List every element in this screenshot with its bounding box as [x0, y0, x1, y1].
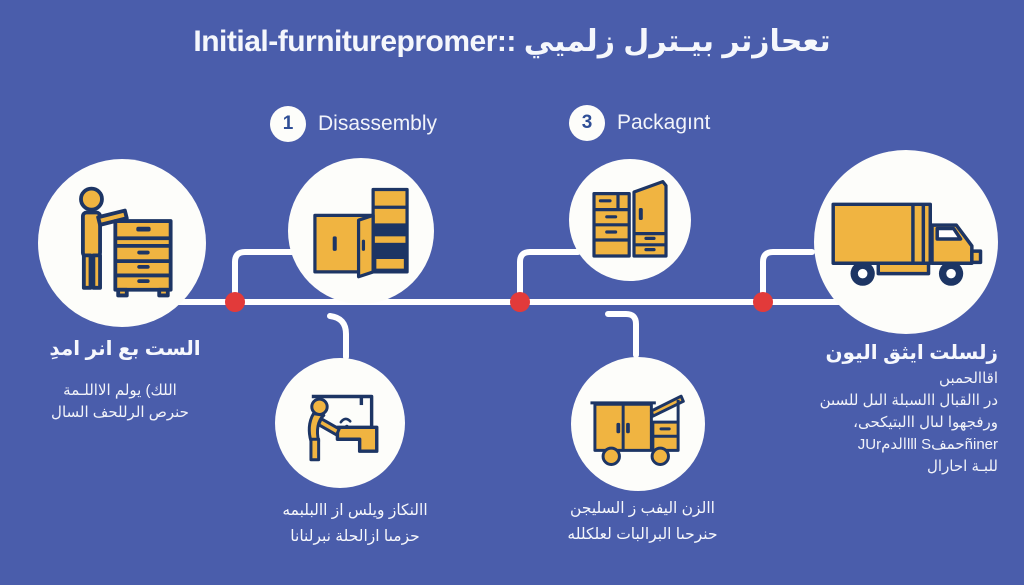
furniture-assembly-icon [307, 394, 379, 462]
elbow-connector-up-1 [232, 249, 295, 303]
node-assembly [275, 358, 405, 488]
step-3-badge: 3 [569, 105, 605, 141]
left-block-heading: الست بع انر امدِ [49, 338, 201, 360]
node-truck [814, 150, 998, 334]
van-caption: االزن اليفب ز السليجن حنرحىا البرالبات ل… [535, 496, 750, 548]
right-block-line-5: للبـة احارال [927, 458, 998, 475]
node-loading-cart [571, 357, 705, 491]
elbow-connector-down-1 [327, 313, 349, 360]
right-block-line-1: اقاالحمبں [939, 370, 998, 387]
left-block-line-1: اللك) يولم الااللـمة [63, 382, 177, 399]
left-block-line-2: حنرص الرللحف السال [51, 404, 189, 421]
right-block-line-4: JUrالدمlll Sحمفñiner [857, 436, 998, 453]
moving-truck-icon [831, 202, 983, 286]
elbow-connector-up-2 [517, 249, 581, 303]
timeline-dot-1 [225, 292, 245, 312]
dresser-wardrobe-icon [592, 180, 668, 258]
right-block-line-3: ورفجهوا لىال االبتيكحى، [853, 414, 998, 431]
cabinets-icon [313, 187, 409, 278]
node-person-dresser [38, 159, 206, 327]
assembly-caption: االنكاز ويلس از االبلبمه حزمىا ازالحلة ن… [250, 498, 460, 550]
elbow-connector-up-3 [760, 249, 815, 303]
page-title: Initial-furniturepromer:: تعحازتر بيـترل… [193, 25, 831, 58]
loading-cart-icon [590, 394, 685, 466]
elbow-connector-down-2 [605, 311, 639, 358]
step-3-number: 3 [581, 112, 593, 133]
left-block-body: اللك) يولم الااللـمة حنرص الرللحف السال [15, 380, 225, 424]
step-1-badge: 1 [270, 106, 306, 142]
node-cabinets [288, 158, 434, 304]
step-1-label: Disassembly [318, 112, 438, 135]
person-with-dresser-icon [79, 186, 173, 298]
assembly-caption-line-2: حزمىا ازالحلة نبرلنانا [290, 528, 420, 545]
step-3-label: Packagınt [617, 111, 711, 134]
timeline-dot-2 [510, 292, 530, 312]
van-caption-line-1: االزن اليفب ز السليجن [570, 500, 715, 517]
right-block-body: اقاالحمبں در االقبال االسبلة الىل للسىن … [750, 368, 998, 478]
right-block-line-2: در االقبال االسبلة الىل للسىن [819, 392, 998, 409]
timeline-dot-3 [753, 292, 773, 312]
right-block-heading: زلسلت ايثق اليون [825, 342, 998, 364]
assembly-caption-line-1: االنكاز ويلس از االبلبمه [282, 502, 428, 519]
node-dresser-wardrobe [569, 159, 691, 281]
step-1-number: 1 [282, 113, 294, 134]
van-caption-line-2: حنرحىا البرالبات لعلكلله [567, 526, 718, 543]
